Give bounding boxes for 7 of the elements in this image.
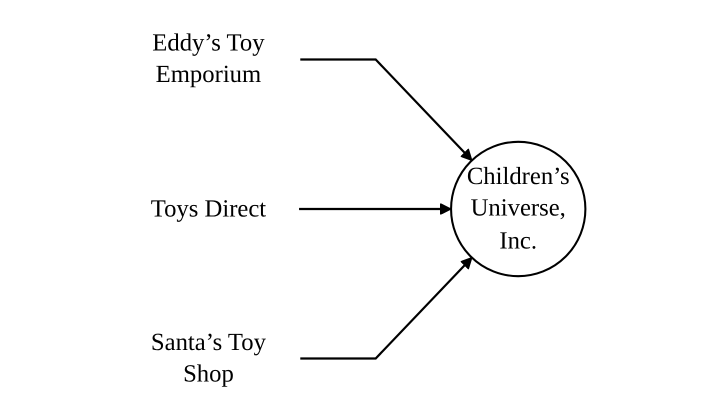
arrow — [300, 257, 472, 360]
arrow — [300, 58, 472, 161]
node-text: Toys Direct — [150, 194, 266, 222]
node-circle: Children’s Universe, Inc. — [450, 140, 586, 278]
node-text: Santa’s Toy Shop — [150, 328, 266, 388]
node-text: Eddy’s Toy Emporium — [152, 28, 265, 88]
arrow — [299, 202, 452, 216]
